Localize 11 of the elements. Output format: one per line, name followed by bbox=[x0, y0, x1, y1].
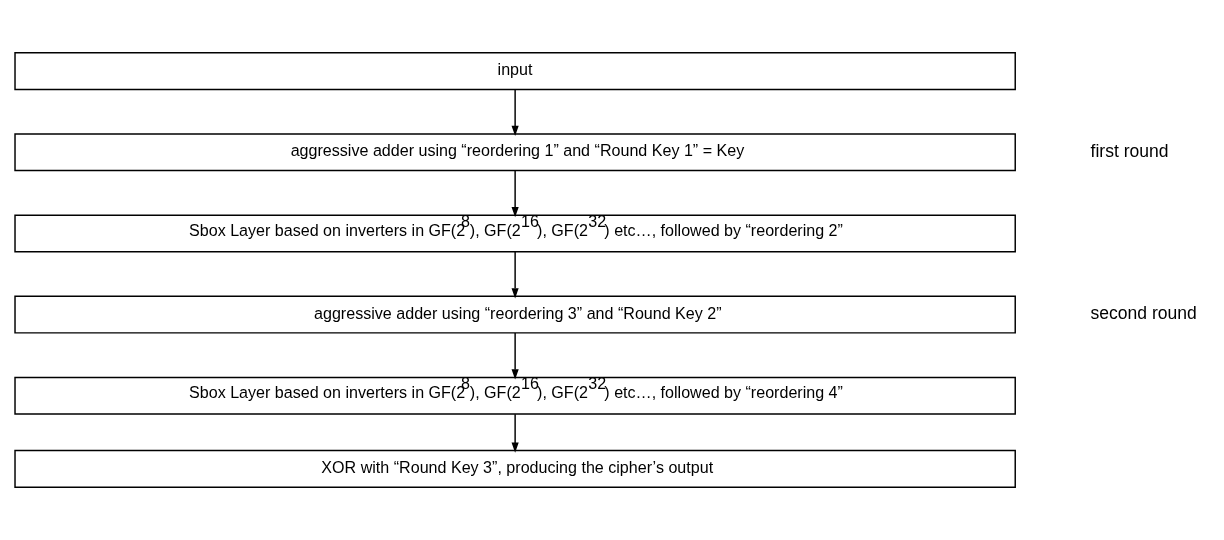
label: first round bbox=[1090, 140, 1169, 161]
node-box: aggressive adder using “reordering 1” and “Round Key 1” = Key bbox=[14, 133, 1016, 172]
arrow bbox=[511, 88, 519, 137]
arrow bbox=[511, 332, 519, 380]
arrow bbox=[511, 251, 519, 299]
node-box: input bbox=[14, 52, 1016, 91]
node-box: aggressive adder using “reordering 3” and “Round Key 2” bbox=[14, 295, 1016, 334]
node-box: XOR with “Round Key 3”, producing the cipher’s output bbox=[14, 449, 1016, 488]
arrow bbox=[511, 413, 519, 453]
arrow bbox=[511, 170, 519, 218]
label: second round bbox=[1090, 303, 1197, 324]
